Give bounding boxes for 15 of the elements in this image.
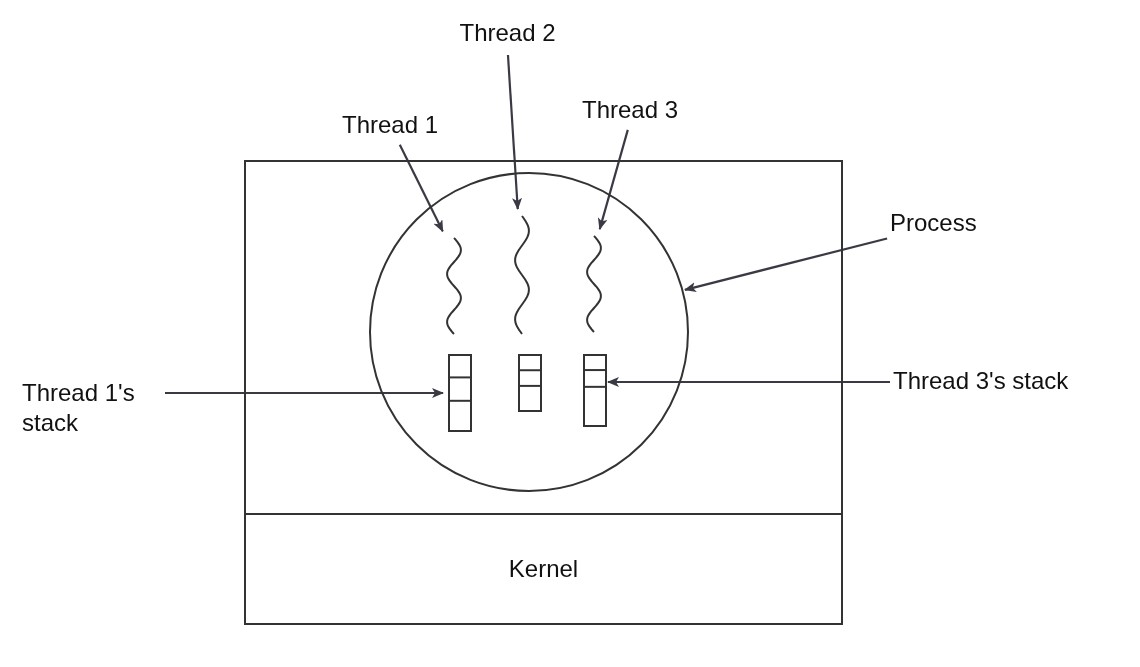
leader-arrow	[597, 129, 629, 231]
kernel-box	[244, 513, 843, 625]
callout-label: Process	[890, 208, 1010, 238]
box-label: Kernel	[508, 554, 579, 584]
callout-label: Thread 2	[440, 18, 575, 48]
callout-label: Thread 3	[565, 95, 695, 125]
callout-label: Thread 3's stack	[893, 366, 1133, 396]
callout-label: Thread 1	[330, 110, 450, 140]
callout-label: Thread 1's stack	[22, 378, 162, 438]
leader-arrow	[684, 237, 888, 292]
leader-arrow	[165, 388, 444, 398]
leader-arrow	[607, 377, 890, 387]
upper-box	[244, 160, 843, 515]
leader-arrow	[506, 54, 523, 210]
leader-arrow	[398, 144, 444, 233]
